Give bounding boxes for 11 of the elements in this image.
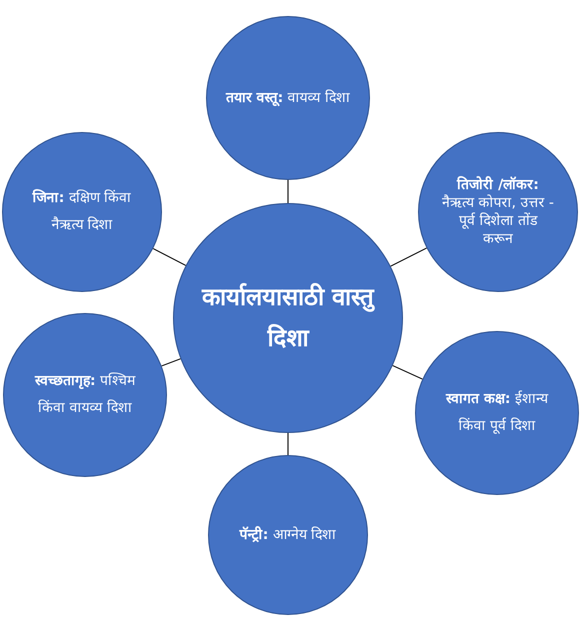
topic-text: कार्यालयासाठी वास्तु दिशा [200, 282, 376, 354]
topic-text: पॅन्ट्री: आग्नेय दिशा [238, 525, 338, 545]
topic-text: स्वच्छतागृह: पश्चिम किंवा वायव्य दिशा [34, 372, 136, 418]
topic-text: तयार वस्तू: वायव्य दिशा [224, 88, 352, 108]
connector-line [390, 248, 428, 267]
topic-text: जिना: दक्षिण किंवा नैऋत्य दिशा [31, 188, 132, 235]
connector-line [152, 248, 186, 266]
topic-text: तिजोरी /लॉकर: नैऋत्य कोपरा, उत्तर - पूर्व दिशेला तोंड करून [442, 176, 554, 248]
connector-line [392, 365, 423, 380]
topic-text: स्वागत कक्ष: ईशान्य किंवा पूर्व दिशा [444, 390, 550, 436]
connector-line [161, 358, 181, 366]
